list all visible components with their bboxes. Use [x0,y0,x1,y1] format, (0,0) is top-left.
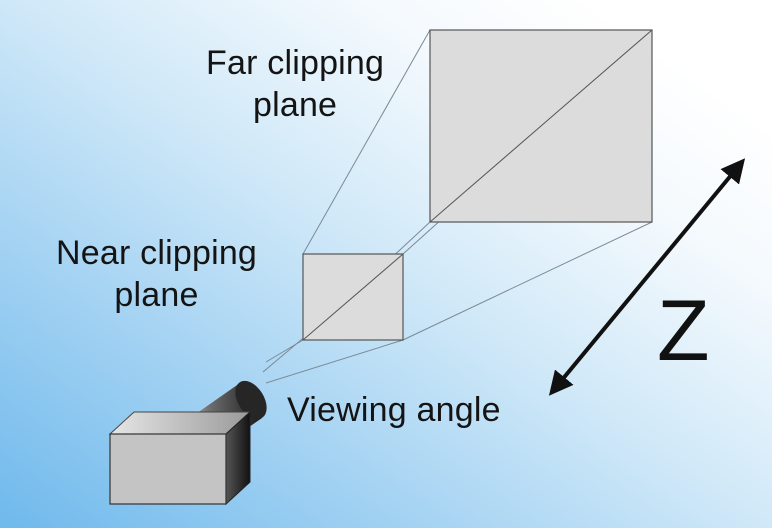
far-label-line2: plane [252,86,338,124]
camera-icon [108,380,267,506]
near-label-line1: Near clipping [56,234,258,272]
near-clipping-plane-label: Near clipping plane [56,232,257,316]
near-clipping-plane [302,253,404,341]
viewing-angle-label: Viewing angle [287,391,501,429]
far-clipping-plane-label: Far clipping plane [206,42,384,126]
z-axis-label: Z [657,283,710,379]
far-label-line1: Far clipping [206,44,385,82]
near-label-line2: plane [114,276,199,314]
double-arrow-icon [548,158,746,396]
far-clipping-plane [429,29,653,223]
